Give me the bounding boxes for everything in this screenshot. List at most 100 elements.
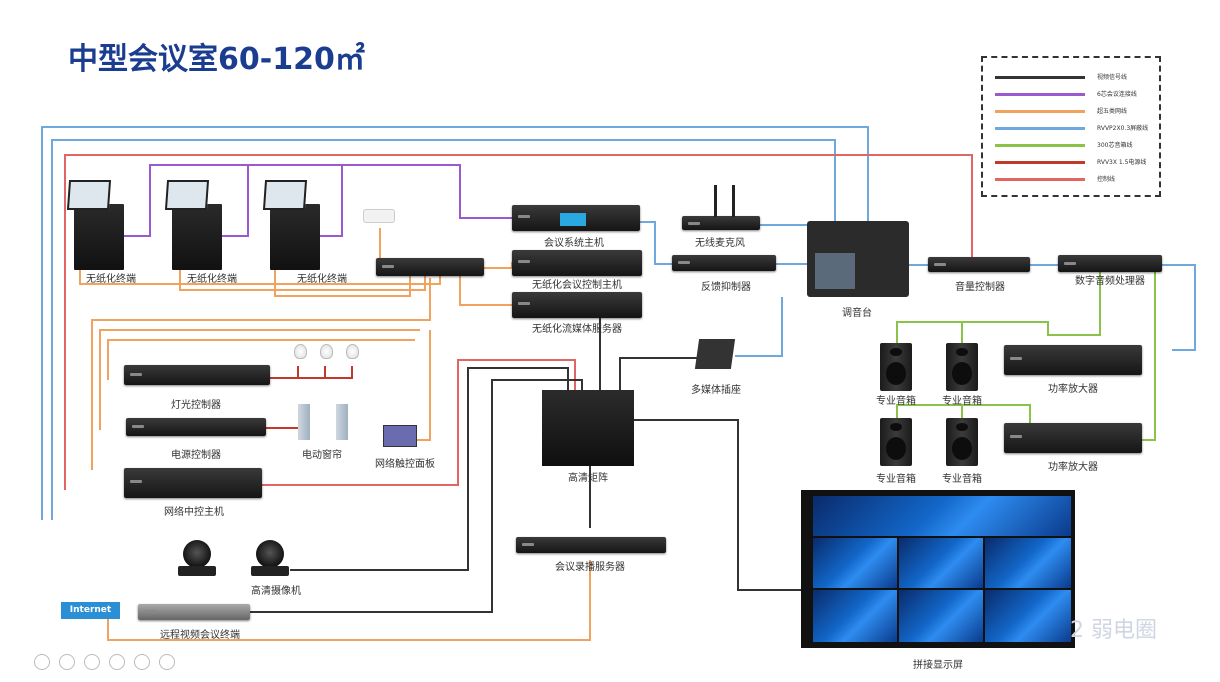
central-control-host xyxy=(124,468,262,498)
digital-audio-processor-label: 数字音频处理器 xyxy=(1075,276,1145,287)
display-pane xyxy=(813,496,1071,536)
speaker-3 xyxy=(880,418,912,466)
legend-label: RVVP2X0.3屏蔽线 xyxy=(1097,125,1149,132)
central-control-host-label: 网络中控主机 xyxy=(164,507,224,518)
control-icon[interactable] xyxy=(159,654,176,670)
paperless-terminal-3 xyxy=(262,180,320,270)
legend-swatch xyxy=(995,127,1085,130)
legend-swatch xyxy=(995,144,1085,147)
paperless-control-host xyxy=(512,250,642,276)
wire-blue-top xyxy=(41,126,869,520)
wire-red-top xyxy=(64,154,973,490)
paperless-terminal-2-label: 无纸化终端 xyxy=(187,274,237,285)
wire-black-1 xyxy=(290,367,569,571)
wire-purple-2 xyxy=(215,165,249,237)
wire-orange-10 xyxy=(415,330,431,441)
wire-orange-1 xyxy=(79,270,441,285)
wire-blue-dsp-right xyxy=(1162,264,1196,351)
legend-swatch xyxy=(995,76,1085,79)
wire-orange-5 xyxy=(480,262,513,269)
paperless-terminal-1 xyxy=(66,180,124,270)
speaker-1-label: 专业音箱 xyxy=(876,396,916,407)
curtain-label: 电动窗帘 xyxy=(302,450,342,461)
wire-blue-mm xyxy=(735,297,783,357)
antenna-icon xyxy=(732,185,735,217)
light-controller xyxy=(124,365,270,385)
wire-purple-1 xyxy=(120,164,512,237)
control-icon[interactable] xyxy=(109,654,126,670)
antenna-icon xyxy=(714,185,717,217)
multimedia-socket-label: 多媒体插座 xyxy=(691,385,741,396)
wire-orange-7 xyxy=(91,278,431,470)
legend-label: 300芯音箱线 xyxy=(1097,142,1133,149)
multimedia-socket xyxy=(694,339,736,369)
touch-panel-label: 网络触控面板 xyxy=(375,459,435,470)
display-pane xyxy=(985,538,1071,588)
legend-label: 6芯会议连接线 xyxy=(1097,91,1137,98)
conference-host xyxy=(512,205,640,231)
speaker-1 xyxy=(880,343,912,391)
power-controller-label: 电源控制器 xyxy=(171,450,221,461)
control-icon[interactable] xyxy=(84,654,101,670)
legend-label: 控制线 xyxy=(1097,176,1116,183)
wifi-ap-icon xyxy=(363,209,395,223)
curtain-icon xyxy=(298,404,310,440)
speaker-2 xyxy=(946,343,978,391)
wire-purple-3 xyxy=(310,165,343,237)
light-bulb-icon xyxy=(346,344,359,359)
wire-green-1 xyxy=(896,272,1101,345)
hd-matrix xyxy=(542,390,634,466)
wireless-mic-receiver xyxy=(682,216,760,230)
control-icon[interactable] xyxy=(59,654,76,670)
speaker-2-label: 专业音箱 xyxy=(942,396,982,407)
watermark: 2 弱电圈 xyxy=(1070,618,1157,643)
wire-black-2 xyxy=(250,379,583,613)
volume-controller-label: 音量控制器 xyxy=(955,282,1005,293)
legend-swatch xyxy=(995,161,1085,164)
wire-orange-3 xyxy=(274,270,411,297)
touch-panel xyxy=(383,425,417,447)
display-pane xyxy=(813,538,897,588)
wire-orange-8 xyxy=(99,329,420,430)
camera-base xyxy=(178,566,216,576)
light-controller-label: 灯光控制器 xyxy=(171,400,221,411)
legend-swatch xyxy=(995,110,1085,113)
wire-black-4 xyxy=(619,357,700,390)
camera-base xyxy=(251,566,289,576)
light-bulb-icon xyxy=(320,344,333,359)
wire-orange-11 xyxy=(107,560,591,641)
paperless-media-server xyxy=(512,292,642,318)
wire-red-light xyxy=(270,366,353,379)
player-controls[interactable] xyxy=(34,654,179,674)
control-icon[interactable] xyxy=(134,654,151,670)
legend: 视频信号线 6芯会议连接线 超五类网线 RVVP2X0.3屏蔽线 300芯音箱线… xyxy=(981,56,1161,197)
wire-green-4 xyxy=(896,404,1031,430)
camera-icon xyxy=(256,540,284,568)
display-pane xyxy=(899,590,983,642)
camera-label: 高清摄像机 xyxy=(251,586,301,597)
display-pane xyxy=(899,538,983,588)
wire-orange-6 xyxy=(459,275,512,306)
legend-label: RVV3X 1.5电源线 xyxy=(1097,159,1147,166)
conference-host-label: 会议系统主机 xyxy=(544,238,604,249)
camera-icon xyxy=(183,540,211,568)
splicing-display xyxy=(801,490,1075,648)
paperless-media-server-label: 无纸化流媒体服务器 xyxy=(532,324,622,335)
wire-green-3 xyxy=(1140,272,1156,441)
splicing-display-label: 拼接显示屏 xyxy=(913,660,963,671)
speaker-4-label: 专业音箱 xyxy=(942,474,982,485)
internet-badge: Internet xyxy=(61,602,120,619)
display-pane xyxy=(985,590,1071,642)
mixer xyxy=(807,221,909,297)
digital-audio-processor xyxy=(1058,255,1162,272)
network-switch xyxy=(376,258,484,276)
paperless-terminal-1-label: 无纸化终端 xyxy=(86,274,136,285)
video-conference-terminal xyxy=(138,604,250,620)
power-amplifier-2 xyxy=(1004,423,1142,453)
page-title: 中型会议室60-120㎡ xyxy=(68,42,365,77)
speaker-4 xyxy=(946,418,978,466)
display-pane xyxy=(813,590,897,642)
control-icon[interactable] xyxy=(34,654,50,670)
wireless-mic-label: 无线麦克风 xyxy=(695,238,745,249)
